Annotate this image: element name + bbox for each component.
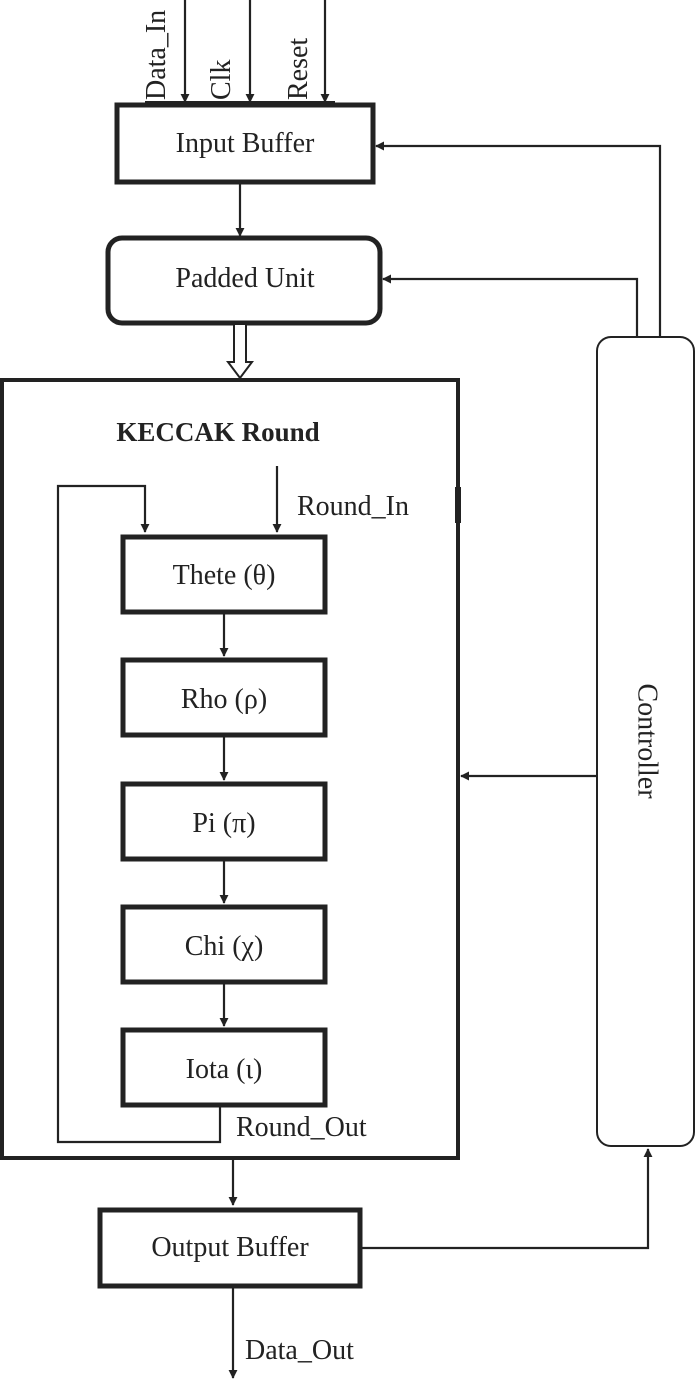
pi-box <box>120 781 328 862</box>
pi-label: Pi (π) <box>192 808 255 839</box>
theta-label: Thete (θ) <box>173 560 276 591</box>
chi-box <box>120 904 328 985</box>
keccak-round-title: KECCAK Round <box>116 417 319 447</box>
data-in-label: Data_In <box>141 10 172 100</box>
round-out-label: Round_Out <box>236 1112 367 1143</box>
reset-label: Reset <box>283 38 314 100</box>
controller-box <box>596 336 695 1147</box>
output-buffer-to-controller-arrow <box>360 1148 653 1250</box>
round-feedback-loop <box>56 484 222 1144</box>
padded-to-keccak-hollow-arrow <box>226 323 254 380</box>
iota-label: Iota (ι) <box>186 1054 263 1085</box>
chi-label: Chi (χ) <box>185 931 264 962</box>
controller-to-padded-unit-arrow <box>382 274 639 337</box>
input-buffer-box <box>114 102 376 185</box>
round-in-label: Round_In <box>297 491 409 522</box>
data-out-label: Data_Out <box>245 1335 354 1366</box>
clk-label: Clk <box>206 60 237 100</box>
controller-to-input-buffer-arrow <box>375 141 662 337</box>
output-buffer-label: Output Buffer <box>151 1232 309 1263</box>
input-buffer-label: Input Buffer <box>176 128 315 159</box>
padded-unit-label: Padded Unit <box>175 263 314 294</box>
rho-box <box>120 657 328 738</box>
output-buffer-box <box>97 1207 363 1289</box>
iota-box <box>120 1027 328 1108</box>
theta-box <box>120 534 328 615</box>
rho-label: Rho (ρ) <box>181 684 267 715</box>
controller-label: Controller <box>632 683 663 799</box>
